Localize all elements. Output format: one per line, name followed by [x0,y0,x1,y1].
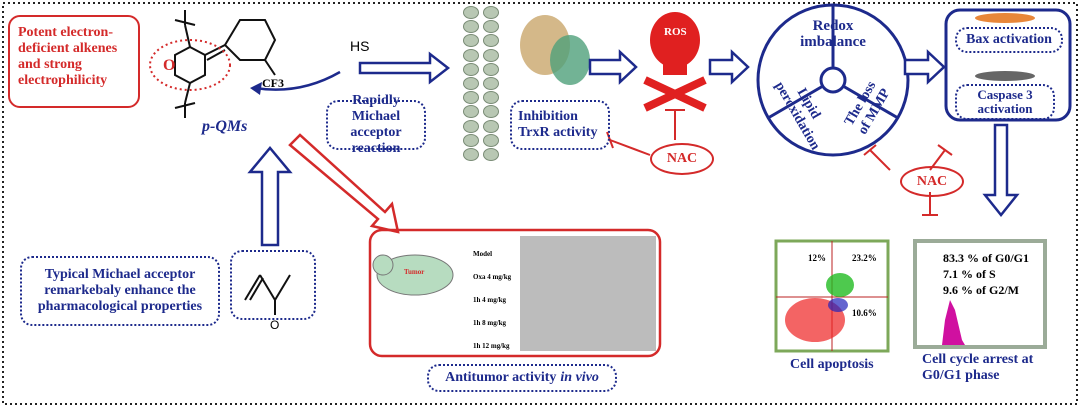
invivo-box [368,228,662,358]
pqm-label: p-QMs [202,118,248,135]
caption-text: Antitumor activity [445,370,557,385]
nac-oval-2: NAC [900,166,964,197]
g0g1: 83.3 % of G0/G1 [943,251,1029,265]
membrane-beads: document.write(Array(11).fill('<div styl… [463,6,499,161]
q2-label: 23.2% [852,253,877,263]
tumor-photo [520,236,656,351]
g2m: 9.6 % of G2/M [943,283,1019,297]
cf3-label: CF3 [262,76,284,90]
cycle-stats: 83.3 % of G0/G1 7.1 % of S 9.6 % of G2/M [943,250,1029,298]
nac-oval: NAC [650,143,714,175]
inhibition-box: Inhibition TrxR activity [510,100,610,150]
acrylamide-o: O [270,318,280,332]
typical-michael-box: Typical Michael acceptor remarkebaly enh… [20,256,220,326]
tumor-label: Tumor [404,268,425,276]
q4-label: 10.6% [852,308,877,318]
bax-box: Bax activation [955,27,1063,53]
cycle-caption: Cell cycle arrest at G0/G1 phase [922,352,1034,383]
oxygen-label: O [163,57,176,74]
q1-label: 12% [808,253,826,263]
reaction-arrow [358,51,451,85]
skull-icon [643,12,707,112]
dose-row: 1h 8 mg/kg [473,319,507,327]
dose-labels: Model Oxa 4 mg/kg 1h 4 mg/kg 1h 8 mg/kg … [473,243,511,358]
caption-italic: in vivo [560,370,599,385]
apoptosis-caption: Cell apoptosis [790,357,874,372]
caspase-box: Caspase 3 activation [955,84,1055,120]
properties-box: Potent electron-deficient alkenes and st… [8,15,140,108]
michael-attack-arrow [254,70,341,91]
thiol-label: HS [350,38,370,54]
apoptosis-box [944,8,1072,122]
reactive-site-ellipse [149,39,231,91]
ros-label: ROS [664,26,687,38]
dose-row: 1h 12 mg/kg [473,342,510,350]
michael-reaction-box: Rapidly Michael acceptor reaction [326,93,426,156]
mouse-icon [372,254,454,296]
acrylamide-box [230,250,316,320]
cell-cycle-plot [913,239,1047,349]
trxr-protein [520,15,590,85]
redox-label: Redox imbalance [800,18,866,50]
s-phase: 7.1 % of S [943,267,996,281]
dose-row: 1h 4 mg/kg [473,296,507,304]
dose-row: Oxa 4 mg/kg [473,273,512,281]
dose-row: Model [473,250,493,258]
pqm-structure [174,10,277,118]
